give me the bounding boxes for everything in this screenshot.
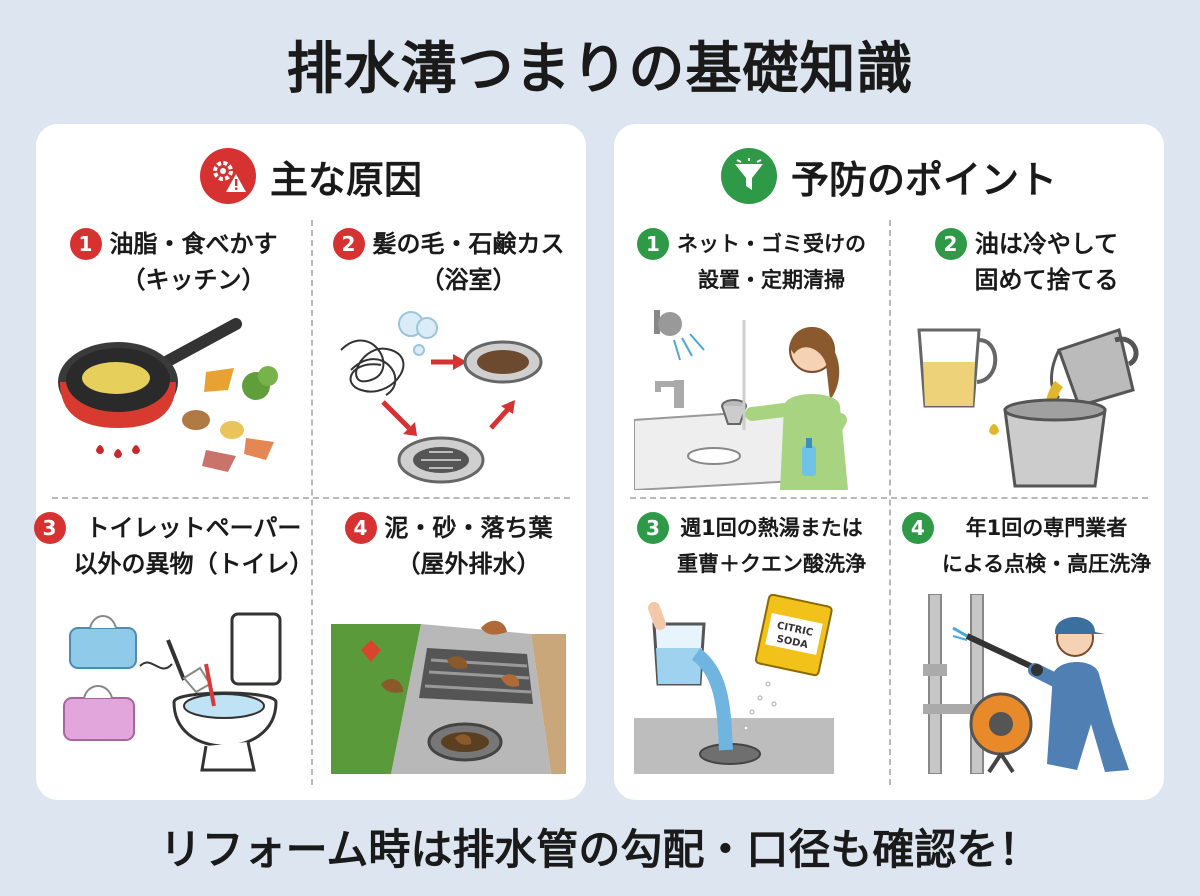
- technician-pressure-washer-icon: [923, 594, 1129, 774]
- prevention-subtitle: による点検・高圧洗浄: [941, 552, 1152, 576]
- cause-location: （屋外排水）: [396, 550, 541, 578]
- prevention-subtitle: 設置・定期清掃: [698, 268, 845, 292]
- cause-item-1: 1 油脂・食べかす （キッチン）: [36, 220, 311, 500]
- cause-location: 以外の異物（トイレ）: [73, 550, 314, 578]
- prevention-item-4: 4 年1回の専門業者 による点検・高圧洗浄: [889, 504, 1164, 784]
- divider: [889, 220, 891, 785]
- cause-label: 3 トイレットペーパー 以外の異物（トイレ）: [33, 510, 314, 586]
- prevention-label: 4 年1回の専門業者 による点検・高圧洗浄: [899, 510, 1154, 586]
- cause-label: 4 泥・砂・落ち葉 （屋外排水）: [321, 510, 576, 586]
- prevention-subtitle: 固めて捨てる: [974, 266, 1119, 294]
- cause-title: 髪の毛・石鹸カス: [372, 230, 565, 258]
- cause-location: （浴室）: [420, 266, 517, 294]
- prevention-label: 2 油は冷やして 固めて捨てる: [899, 226, 1154, 302]
- hot-water-citric-soda-icon: CITRIC SODA: [634, 594, 834, 774]
- divider: [52, 497, 570, 499]
- cause-title: 油脂・食べかす: [109, 230, 278, 258]
- funnel-icon: [720, 148, 777, 204]
- causes-heading: 主な原因: [269, 157, 422, 202]
- prevention-heading: 予防のポイント: [790, 157, 1057, 202]
- prevention-title: 年1回の専門業者: [965, 516, 1128, 540]
- frying-pan-food-scraps-icon: [58, 318, 278, 472]
- prevention-item-2: 2 油は冷やして 固めて捨てる: [889, 220, 1164, 500]
- number-badge: 2: [934, 228, 967, 260]
- prevention-item-1: 1 ネット・ゴミ受けの 設置・定期清掃: [614, 220, 889, 500]
- divider: [630, 497, 1148, 499]
- prevention-title: 油は冷やして: [974, 230, 1119, 258]
- prevention-item-3: 3 週1回の熱湯または 重曹＋クエン酸洗浄 CITRIC SODA: [614, 504, 889, 784]
- prevention-panel: 予防のポイント 1 ネット・ゴミ受けの 設置・定期清掃: [614, 124, 1164, 800]
- prevention-label: 1 ネット・ゴミ受けの 設置・定期清掃: [624, 226, 879, 302]
- outdoor-gutter-leaves-icon: [331, 620, 566, 774]
- warning-gears-icon: [199, 148, 256, 204]
- cause-item-2: 2 髪の毛・石鹸カス （浴室）: [311, 220, 586, 500]
- cause-item-4: 4 泥・砂・落ち葉 （屋外排水）: [311, 504, 586, 784]
- number-badge: 2: [332, 228, 365, 260]
- page-title: 排水溝つまりの基礎知識: [286, 37, 914, 102]
- prevention-title: ネット・ゴミ受けの: [677, 232, 866, 256]
- footer-note: リフォーム時は排水管の勾配・口径も確認を！: [159, 825, 1041, 874]
- cause-label: 2 髪の毛・石鹸カス （浴室）: [321, 226, 576, 302]
- causes-panel: 主な原因 1 油脂・食べかす （キッチン）: [33, 124, 586, 800]
- number-badge: 3: [637, 512, 669, 544]
- cause-item-3: 3 トイレットペーパー 以外の異物（トイレ）: [33, 504, 314, 784]
- prevention-title: 週1回の熱湯または: [680, 516, 863, 540]
- prevention-header: 予防のポイント: [614, 144, 1164, 208]
- number-badge: 4: [901, 512, 934, 544]
- woman-cleaning-sink-icon: [634, 310, 848, 490]
- number-badge: 1: [637, 228, 669, 260]
- cause-location: （キッチン）: [121, 266, 266, 294]
- cause-label: 1 油脂・食べかす （キッチン）: [46, 226, 301, 302]
- number-badge: 1: [69, 228, 102, 260]
- number-badge: 4: [344, 512, 377, 544]
- pouring-oil-icon: [917, 328, 1139, 488]
- prevention-label: 3 週1回の熱湯または 重曹＋クエン酸洗浄: [624, 510, 879, 586]
- causes-header: 主な原因: [36, 144, 586, 208]
- toilet-wipes-icon: [63, 612, 282, 772]
- cause-title: 泥・砂・落ち葉: [384, 514, 553, 542]
- prevention-subtitle: 重曹＋クエン酸洗浄: [677, 552, 866, 576]
- hair-soap-drain-icon: [340, 311, 543, 484]
- number-badge: 3: [33, 512, 66, 544]
- cause-title: トイレットペーパー: [85, 514, 302, 542]
- divider: [311, 220, 313, 785]
